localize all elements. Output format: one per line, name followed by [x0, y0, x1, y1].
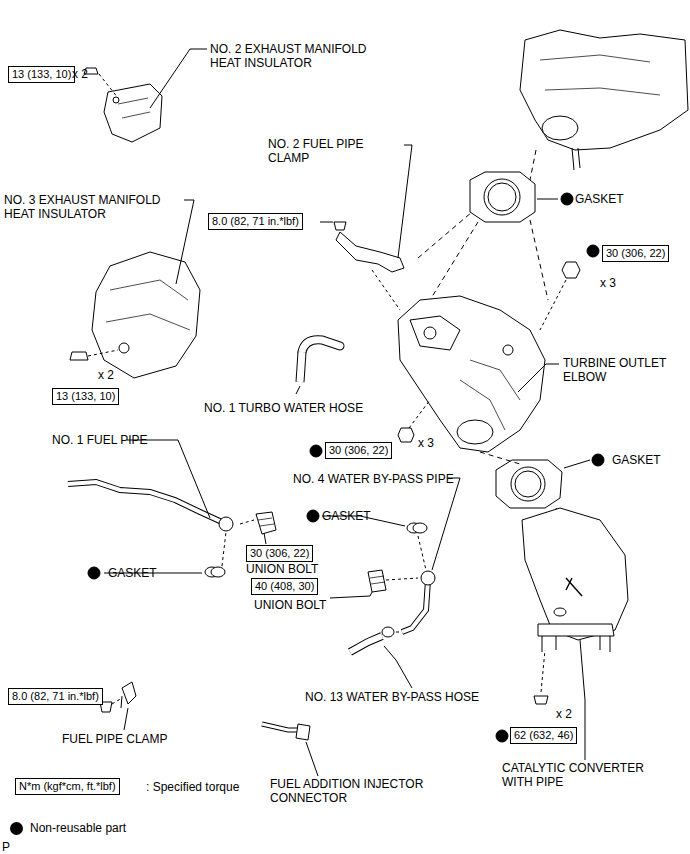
- legend-text: Non-reusable part: [30, 821, 126, 835]
- torque-value: 30 (306, 22): [329, 444, 388, 456]
- torque-box: 8.0 (82, 71 in.*lbf): [208, 213, 303, 230]
- part-label: NO. 1 TURBO WATER HOSE: [204, 401, 363, 415]
- part-label: NO. 3 EXHAUST MANIFOLD HEAT INSULATOR: [4, 193, 189, 221]
- torque-value: 62 (632, 46): [514, 729, 573, 741]
- torque-box: 8.0 (82, 71 in.*lbf): [8, 688, 103, 705]
- part-label: x 2: [98, 368, 114, 382]
- torque-box: 40 (408, 30): [251, 578, 318, 595]
- part-label: FUEL PIPE CLAMP: [62, 732, 168, 746]
- part-label: NO. 13 WATER BY-PASS HOSE: [305, 690, 479, 704]
- part-label: GASKET: [108, 566, 157, 580]
- torque-box: 13 (133, 10): [8, 66, 75, 83]
- torque-value: 30 (306, 22): [606, 247, 665, 259]
- part-label: : Specified torque: [146, 780, 239, 794]
- torque-value: 8.0 (82, 71 in.*lbf): [12, 690, 99, 702]
- part-label: NO. 4 WATER BY-PASS PIPE: [293, 472, 454, 486]
- part-label: NO. 2 EXHAUST MANIFOLD HEAT INSULATOR: [210, 42, 380, 70]
- torque-box: 30 (306, 22): [246, 545, 313, 562]
- part-label: x 3: [600, 276, 616, 290]
- part-label: x 2: [556, 707, 572, 721]
- torque-box: N*m (kgf*cm, ft.*lbf): [15, 778, 120, 795]
- part-label: FUEL ADDITION INJECTOR CONNECTOR: [270, 777, 445, 805]
- torque-value: 40 (408, 30): [255, 580, 314, 592]
- part-label: NO. 1 FUEL PIPE: [52, 433, 148, 447]
- torque-value: 13 (133, 10): [56, 390, 115, 402]
- torque-value: 30 (306, 22): [250, 547, 309, 559]
- part-label: P: [2, 840, 10, 854]
- torque-value: 8.0 (82, 71 in.*lbf): [212, 215, 299, 227]
- part-label: GASKET: [322, 509, 371, 523]
- torque-box: 30 (306, 22): [602, 245, 669, 262]
- part-label: CATALYTIC CONVERTER WITH PIPE: [502, 761, 662, 789]
- torque-value: N*m (kgf*cm, ft.*lbf): [19, 780, 116, 792]
- part-label: TURBINE OUTLET ELBOW: [563, 356, 683, 384]
- part-label: GASKET: [575, 192, 624, 206]
- part-label: UNION BOLT: [254, 598, 326, 612]
- torque-box: 30 (306, 22): [325, 442, 392, 459]
- torque-box: 62 (632, 46): [510, 727, 577, 744]
- legend-mark: [10, 822, 23, 835]
- torque-box: 13 (133, 10): [52, 388, 119, 405]
- part-label: UNION BOLT: [246, 562, 318, 576]
- part-label: GASKET: [612, 453, 661, 467]
- part-label: NO. 2 FUEL PIPE CLAMP: [268, 137, 388, 165]
- part-label: x 2: [72, 67, 88, 81]
- part-label: x 3: [418, 436, 434, 450]
- torque-value: 13 (133, 10): [12, 68, 71, 80]
